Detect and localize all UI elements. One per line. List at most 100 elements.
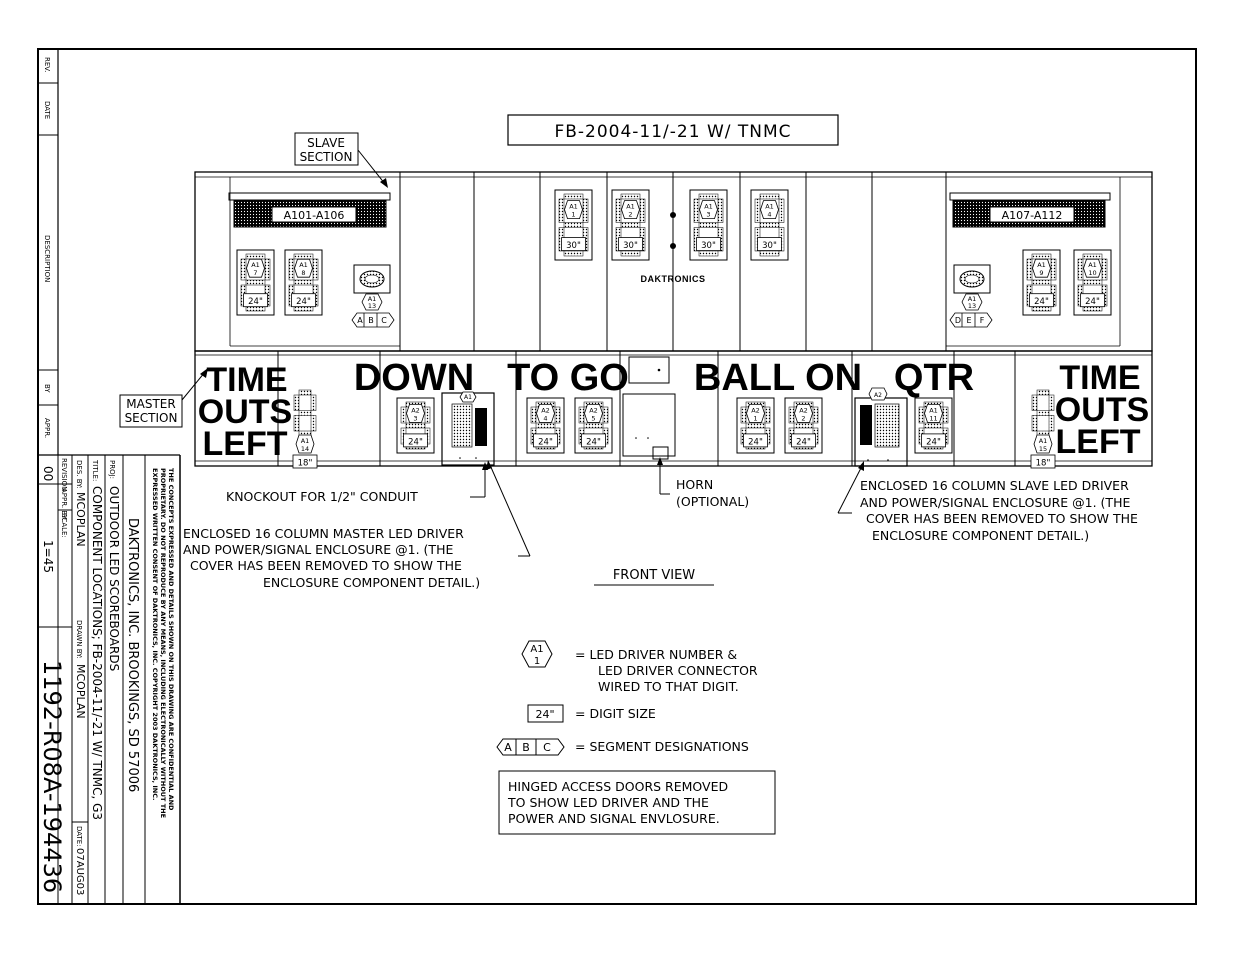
horn-callout: HORN (OPTIONAL) <box>657 457 749 509</box>
legend-seg-a: A <box>504 741 512 754</box>
digit-qtr-driver: A1 <box>929 406 938 414</box>
digit-d4-driver: A1 <box>765 203 774 211</box>
digit-d8-size: 24" <box>296 297 311 307</box>
revision-number: 00 <box>41 466 55 481</box>
drawn-label: DRAWN BY: <box>75 620 83 659</box>
scale-label: SCALE: <box>60 513 68 538</box>
digit-d1-driver: A1 <box>569 203 578 211</box>
segment-e: E <box>966 316 971 325</box>
digit-d10-driver: A1 <box>1088 261 1097 269</box>
title-box <box>507 114 839 146</box>
designer: MCOPLAN <box>74 492 87 547</box>
knockout-callout: KNOCKOUT FOR 1/2" CONDUIT <box>226 462 488 504</box>
legend: A1 1 = LED DRIVER NUMBER & LED DRIVER CO… <box>496 640 776 835</box>
title-label: TITLE: <box>91 459 99 481</box>
digit-togo2-driver: A2 <box>589 406 598 414</box>
confidential-line-3: EXPRESSED WRITTEN CONSENT OF DAKTRONICS,… <box>151 468 159 800</box>
indicator-right-driver: A1 <box>968 295 977 303</box>
digit-down-driver: A2 <box>411 406 420 414</box>
slave-section-callout: SLAVE SECTION <box>294 132 388 188</box>
drafter: MCOPLAN <box>74 664 87 719</box>
digit-d2-driver: A1 <box>626 203 635 211</box>
indicator-right-conn: 13 <box>968 302 976 310</box>
master-section-callout: MASTER SECTION <box>119 368 208 428</box>
digit-d2-size: 30" <box>623 241 638 251</box>
digit-d4-connector: 4 <box>767 211 771 219</box>
digit-togo1-size: 24" <box>538 437 553 447</box>
project-name: OUTDOOR LED SCOREBOARDS <box>107 486 121 671</box>
timeout-digit-1-driver: A1 <box>301 437 310 445</box>
legend-hex-line1: = LED DRIVER NUMBER & <box>575 647 737 662</box>
colon-dot-top <box>670 212 676 218</box>
title-block: THE CONCEPTS EXPRESSED AND DETAILS SHOWN… <box>38 455 181 904</box>
appr-col-label: APPR. <box>43 418 51 438</box>
digit-d1-connector: 1 <box>571 211 575 219</box>
legend-hex-line3: WIRED TO THAT DIGIT. <box>598 679 739 694</box>
outs-left-line2: OUTS <box>198 393 292 431</box>
knockout-text: KNOCKOUT FOR 1/2" CONDUIT <box>226 489 418 504</box>
digit-d9-size: 24" <box>1034 297 1049 307</box>
digit-qtr-connector: 11 <box>929 414 937 422</box>
daktronics-logo: DAKTRONICS <box>641 274 706 284</box>
digit-togo2-size: 24" <box>586 437 601 447</box>
front-view-label: FRONT VIEW <box>613 568 695 583</box>
digit-togo1-connector: 4 <box>543 414 547 422</box>
indicator-left: A1 13 A B C <box>351 264 395 328</box>
digit-d2-connector: 2 <box>628 211 632 219</box>
master-encl-line1: ENCLOSED 16 COLUMN MASTER LED DRIVER <box>183 526 464 541</box>
legend-seg-b: B <box>522 741 530 754</box>
digit-d10-size: 24" <box>1085 297 1100 307</box>
digit-d7-driver: A1 <box>251 261 260 269</box>
legend-size-sample: 24" <box>535 708 554 721</box>
master-callout-line2: SECTION <box>125 411 178 425</box>
legend-hex-bottom: 1 <box>534 656 540 667</box>
digit-down-connector: 3 <box>413 414 417 422</box>
time-right-line1: TIME <box>1059 359 1140 397</box>
date-col-label: DATE <box>43 101 51 119</box>
segment-b: B <box>368 316 374 325</box>
colon-dot-bottom <box>670 243 676 249</box>
digit-d7: A17 24" <box>236 249 275 316</box>
master-enclosure-a1: A1 <box>441 391 495 466</box>
digit-d3-driver: A1 <box>704 203 713 211</box>
enclosure-a1-label: A1 <box>464 394 472 401</box>
digit-d7-connector: 7 <box>253 269 257 277</box>
slave-callout-line2: SECTION <box>300 150 353 164</box>
digit-d2: A12 30" <box>611 189 650 261</box>
outs-right-line2: OUTS <box>1055 391 1149 429</box>
slave-enclosure-callout: ENCLOSED 16 COLUMN SLAVE LED DRIVER AND … <box>837 461 1138 543</box>
des-label: DES. BY: <box>75 460 83 489</box>
master-encl-line3: COVER HAS BEEN REMOVED TO SHOW THE <box>190 558 462 573</box>
timeout-digit-1-size: 18" <box>298 459 313 469</box>
left-slave-driver-bar: A101-A106 <box>228 192 391 228</box>
legend-size-text: = DIGIT SIZE <box>575 706 656 721</box>
enclosure-a2-label: A2 <box>874 392 882 399</box>
indicator-left-conn: 13 <box>368 302 376 310</box>
horn-text-line1: HORN <box>676 477 713 492</box>
master-encl-line2: AND POWER/SIGNAL ENCLOSURE @1. (THE <box>183 542 453 557</box>
down-label: DOWN <box>354 357 474 399</box>
indicator-right: A1 13 D E F <box>949 264 993 328</box>
digit-ball1-driver: A2 <box>751 406 760 414</box>
slave-encl-line1: ENCLOSED 16 COLUMN SLAVE LED DRIVER <box>860 478 1129 493</box>
company-name: DAKTRONICS, INC. BROOKINGS, SD 57006 <box>125 518 140 792</box>
left-right-line3: LEFT <box>1056 423 1141 461</box>
timeout-digit-2-size: 18" <box>1036 459 1051 469</box>
confidential-line-1: THE CONCEPTS EXPRESSED AND DETAILS SHOWN… <box>167 468 175 811</box>
digit-d3-size: 30" <box>701 241 716 251</box>
digit-ball2-driver: A2 <box>799 406 808 414</box>
confidential-line-2: PROPRIETARY. DO NOT REPRODUCE BY ANY MEA… <box>159 468 167 818</box>
digit-d10-connector: 10 <box>1088 269 1096 277</box>
drawing-title: COMPONENT LOCATIONS; FB-2004-11/-21 W/ T… <box>90 486 104 820</box>
legend-note-line3: POWER AND SIGNAL ENVLOSURE. <box>508 811 720 826</box>
date-label: DATE: <box>75 826 83 847</box>
digit-d7-size: 24" <box>248 297 263 307</box>
